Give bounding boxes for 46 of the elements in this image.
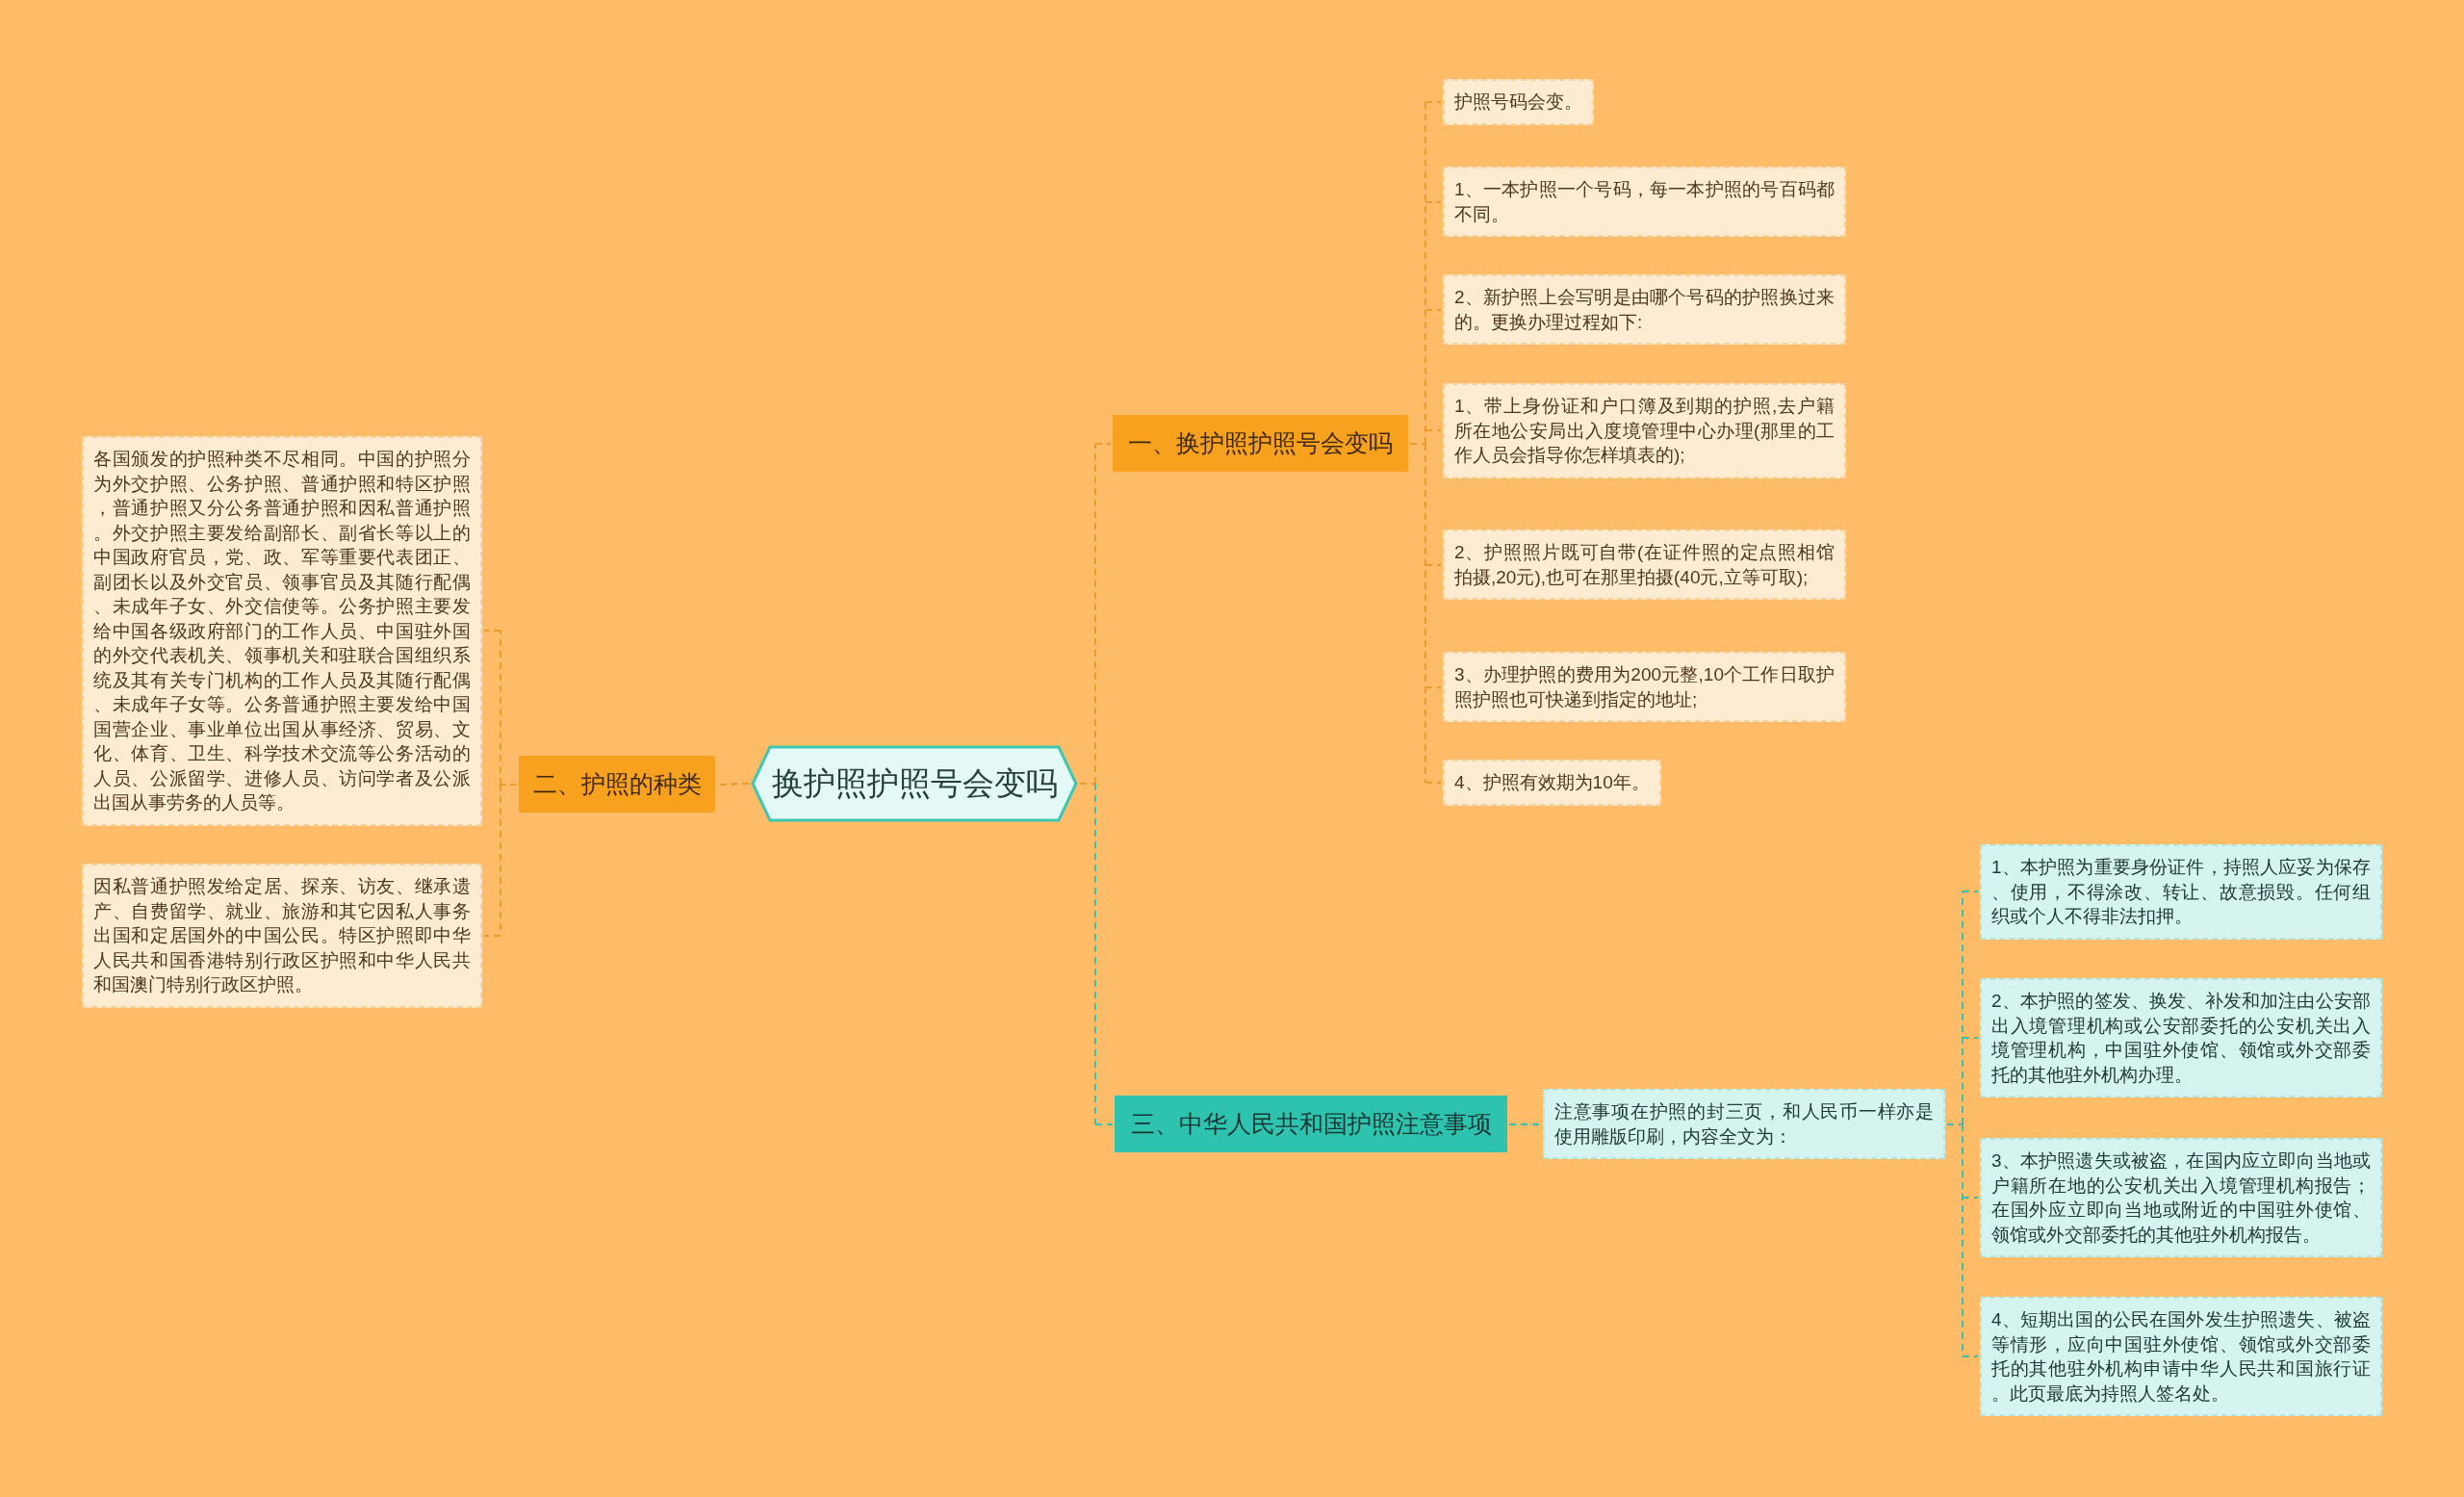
topic-box: 二、护照的种类	[519, 756, 715, 813]
connector-line	[1079, 783, 1096, 785]
connector-line	[1962, 1037, 1979, 1039]
connector-line	[1424, 686, 1442, 688]
text-box: 4、短期出国的公民在国外发生护照遗失、被盗等情形，应向中国驻外使馆、领馆或外交部委托的其他驻外机构申请中华人民共和国旅行证。此页最底为持照人签名处。	[1980, 1297, 2382, 1416]
connector-line	[1424, 101, 1442, 103]
connector-line	[1962, 1355, 1979, 1357]
connector-line	[483, 630, 501, 632]
text-box: 2、护照照片既可自带(在证件照的定点照相馆拍摄,20元),也可在那里拍摄(40元,立等可取);	[1443, 529, 1846, 600]
text-box: 3、本护照遗失或被盗，在国内应立即向当地或户籍所在地的公安机关出入境管理机构报告；在国外应立即向当地或附近的中国驻外使馆、领馆或外交部委托的其他驻外机构报告。	[1980, 1138, 2382, 1257]
text-box: 1、一本护照一个号码，每一本护照的号百码都不同。	[1443, 167, 1846, 237]
text-box: 1、带上身份证和户口簿及到期的护照,去户籍所在地公安局出入度境管理中心办理(那里的工作人员会指导你怎样填表的);	[1443, 383, 1846, 478]
text-box: 2、新护照上会写明是由哪个号码的护照换过来的。更换办理过程如下:	[1443, 274, 1846, 345]
connector-line	[1424, 443, 1426, 784]
connector-line	[1094, 443, 1112, 445]
connector-line	[1962, 1197, 1979, 1199]
text-box: 因私普通护照发给定居、探亲、访友、继承遗产、自费留学、就业、旅游和其它因私人事务出国和定居国外的中国公民。特区护照即中华人民共和国香港特别行政区护照和中华人民共和国澳门特别行政区护照。	[82, 864, 482, 1008]
text-box: 1、本护照为重要身份证件，持照人应妥为保存、使用，不得涂改、转让、故意损毁。任何组织或个人不得非法扣押。	[1980, 844, 2382, 940]
connector-line	[1409, 443, 1426, 445]
connector-line	[1508, 1123, 1542, 1125]
connector-line	[1946, 1123, 1964, 1125]
connector-line	[1962, 1123, 1964, 1357]
connector-line	[1094, 443, 1096, 785]
connector-line	[1424, 201, 1442, 203]
connector-line	[1962, 890, 1979, 892]
topic-box: 一、换护照护照号会变吗	[1113, 415, 1408, 472]
connector-line	[1424, 309, 1442, 311]
connector-line	[1094, 783, 1096, 1125]
connector-line	[500, 630, 501, 786]
connector-line	[1424, 429, 1442, 431]
connector-line	[1094, 1123, 1114, 1125]
text-box: 护照号码会变。	[1443, 79, 1594, 125]
text-box: 4、护照有效期为10年。	[1443, 760, 1661, 806]
connector-line	[1424, 101, 1426, 445]
connector-line	[1424, 782, 1442, 784]
connector-line	[1424, 564, 1442, 566]
text-box: 注意事项在护照的封三页，和人民币一样亦是使用雕版印刷，内容全文为：	[1543, 1089, 1945, 1159]
connector-line	[500, 784, 518, 786]
connector-line	[500, 784, 501, 937]
connector-line	[483, 935, 501, 937]
text-box: 各国颁发的护照种类不尽相同。中国的护照分为外交护照、公务护照、普通护照和特区护照，普通护照又分公务普通护照和因私普通护照。外交护照主要发给副部长、副省长等以上的中国政府官员，党、政、军等重要代表团正、副团长以及外交官员、领事官员及其随行配偶、未成年子女、外交信使等。公务护照主要发给中国各级政府部门的工作人员、中国驻外国的外交代表机关、领事机关和驻联合国组织系统及其有关专门机构的工作人员及其随行配偶、未成年子女等。公务普通护照主要发给中国国营企业、事业单位出国从事经济、贸易、文化、体育、卫生、科学技术交流等公务活动的人员、公派留学、进修人员、访问学者及公派出国从事劳务的人员等。	[82, 436, 482, 826]
text-box: 3、办理护照的费用为200元整,10个工作日取护照护照也可快递到指定的地址;	[1443, 652, 1846, 722]
topic-hexagon: 换护照护照号会变吗	[751, 745, 1078, 822]
connector-line	[1962, 890, 1964, 1125]
topic-box: 三、中华人民共和国护照注意事项	[1115, 1096, 1507, 1152]
text-box: 2、本护照的签发、换发、补发和加注由公安部出入境管理机构或公安部委托的公安机关出入境管理机构，中国驻外使馆、领馆或外交部委托的其他驻外机构办理。	[1980, 978, 2382, 1097]
